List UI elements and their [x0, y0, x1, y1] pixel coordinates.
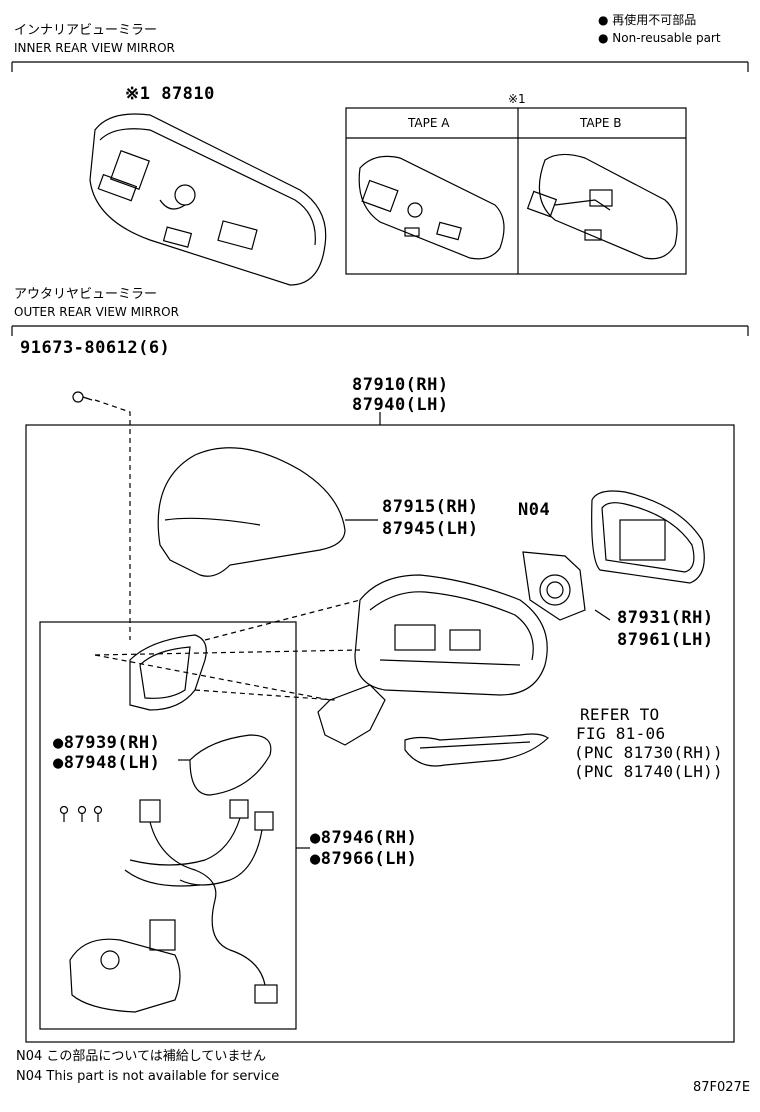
lamp-part-lh: ●87948(LH)	[53, 753, 161, 773]
footnote-en: N04 This part is not available for servi…	[16, 1069, 280, 1084]
mirror-cover-illustration	[157, 447, 346, 577]
refer-line-1: REFER TO	[580, 705, 660, 724]
refer-line-3: (PNC 81730(RH))	[574, 743, 723, 762]
tape-a-label: TAPE A	[408, 116, 450, 130]
screw-part-number: 91673-80612(6)	[20, 338, 171, 358]
cover-part-lh: 87945(LH)	[382, 519, 479, 539]
wire-harness-illustration	[124, 799, 278, 1004]
subassembly-box	[39, 621, 297, 1030]
assembly-part-lh: 87940(LH)	[352, 395, 449, 415]
glass-part-lh: 87961(LH)	[617, 630, 714, 650]
screw-illustration	[72, 391, 93, 403]
figure-code: 87F027E	[693, 1080, 751, 1095]
lamp-illustration	[189, 734, 272, 796]
side-turn-lamp-illustration	[404, 733, 549, 767]
tape-b-illustration	[526, 153, 678, 260]
assembly-part-rh: 87910(RH)	[352, 375, 449, 395]
n04-label: N04	[518, 500, 551, 520]
legend-non-reusable-jp: ● 再使用不可部品	[598, 13, 697, 27]
legend-non-reusable-en: ● Non-reusable part	[598, 31, 721, 45]
refer-line-2: FIG 81-06	[576, 724, 666, 743]
mirror-glass-illustration	[591, 490, 705, 584]
footnote-jp: N04 この部品については補給していません	[16, 1049, 266, 1064]
glass-part-rh: 87931(RH)	[617, 608, 714, 628]
tape-a-illustration	[358, 155, 505, 260]
actuator-illustration	[69, 919, 181, 1013]
inner-bracket-illustration	[129, 634, 207, 711]
tape-box	[345, 107, 687, 275]
inner-title-en: INNER REAR VIEW MIRROR	[14, 41, 175, 55]
mirror-motor-illustration	[522, 551, 586, 621]
tape-b-label: TAPE B	[580, 116, 622, 130]
refer-line-4: (PNC 81740(LH))	[574, 762, 723, 781]
mirror-housing-illustration	[317, 574, 548, 746]
harness-part-rh: ●87946(RH)	[310, 828, 418, 848]
small-screws-illustration	[59, 805, 103, 822]
tape-note-mark: ※1	[508, 92, 526, 106]
inner-title-jp: インナリアビューミラー	[14, 23, 158, 38]
lamp-part-rh: ●87939(RH)	[53, 733, 161, 753]
outer-title-en: OUTER REAR VIEW MIRROR	[14, 305, 179, 319]
outer-title-jp: アウタリヤビューミラー	[14, 287, 158, 302]
cover-part-rh: 87915(RH)	[382, 497, 479, 517]
inner-mirror-part-number: ※1 87810	[125, 84, 215, 104]
inner-mirror-illustration	[89, 113, 327, 286]
harness-part-lh: ●87966(LH)	[310, 849, 418, 869]
